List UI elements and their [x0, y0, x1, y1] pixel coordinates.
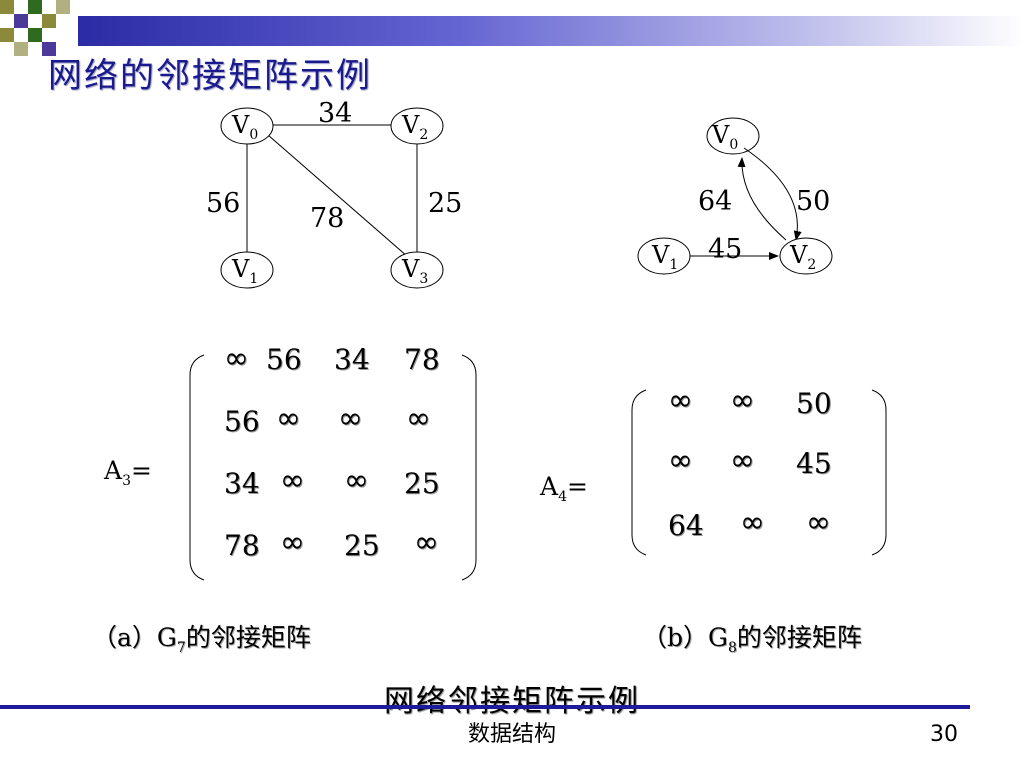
- matrix-a-cell: 34: [334, 343, 370, 376]
- matrix-a-cell: ∞: [338, 401, 363, 436]
- title-bar: [78, 16, 1024, 46]
- footer-line: [0, 705, 970, 709]
- node-circle-v1: [220, 251, 274, 289]
- weight-25: 25: [428, 188, 463, 219]
- deco-square-8: [42, 42, 56, 56]
- node-circle-b-v2: [779, 237, 833, 275]
- matrix-a-cell: ∞: [280, 525, 305, 560]
- matrix-a-cell: 34: [224, 467, 260, 500]
- weight-56: 56: [206, 188, 241, 219]
- caption-a: （a）G7的邻接矩阵: [92, 623, 311, 656]
- matrix-b-cell: 50: [796, 387, 832, 420]
- matrix-a-cell: ∞: [280, 463, 305, 498]
- matrix-a-cell: 25: [344, 529, 380, 562]
- node-circle-v3: [390, 251, 444, 289]
- matrix-b-cell: 45: [796, 447, 832, 480]
- matrix-a-left-bracket: [189, 354, 205, 581]
- matrix-b-cell: ∞: [668, 443, 693, 478]
- deco-square-6: [56, 0, 70, 14]
- edge-v2-v0-curve: [737, 157, 787, 241]
- node-b-v0: V0: [712, 121, 739, 153]
- node-circle-v0: [220, 107, 274, 145]
- node-v0: V0: [232, 111, 259, 143]
- weight-64: 64: [698, 186, 733, 217]
- node-b-v1: V1: [652, 241, 679, 273]
- deco-square-5: [42, 14, 56, 28]
- matrix-a-cell: 78: [224, 529, 260, 562]
- deco-square-3: [14, 14, 28, 28]
- matrix-b-label: A4=: [540, 472, 588, 505]
- slide-subtitle: 网络邻接矩阵示例: [384, 684, 640, 719]
- deco-square-4: [0, 28, 14, 42]
- node-b-v2: V2: [790, 241, 817, 273]
- matrix-b-cell: ∞: [730, 443, 755, 478]
- matrix-b-right-bracket: [871, 389, 887, 556]
- matrix-b-cell: ∞: [806, 505, 831, 540]
- deco-square-7: [28, 28, 42, 42]
- matrix-b-cell: ∞: [730, 383, 755, 418]
- deco-square-9: [14, 42, 28, 56]
- edge-v0-v3: [267, 134, 409, 258]
- deco-square-2: [28, 0, 42, 14]
- node-v2: V2: [402, 111, 429, 143]
- matrix-a-cell: ∞: [276, 401, 301, 436]
- slide-title: 网络的邻接矩阵示例: [48, 56, 372, 96]
- edge-v0-v2-curve: [743, 147, 802, 241]
- weight-78: 78: [310, 203, 345, 234]
- matrix-a-cell: 56: [224, 405, 260, 438]
- node-circle-v2: [390, 107, 444, 145]
- matrix-a-cell: ∞: [406, 401, 431, 436]
- matrix-b-cell: 64: [668, 509, 704, 542]
- weight-45: 45: [708, 234, 743, 265]
- matrix-b-cell: ∞: [668, 383, 693, 418]
- matrix-a-cell: ∞: [414, 525, 439, 560]
- matrix-b-left-bracket: [631, 389, 647, 556]
- node-circle-b-v1: [637, 237, 691, 275]
- matrix-a-cell: 25: [404, 467, 440, 500]
- deco-square-1: [0, 0, 14, 14]
- matrix-b-cell: ∞: [740, 505, 765, 540]
- weight-34: 34: [318, 98, 353, 129]
- matrix-a-label: A3=: [104, 456, 152, 489]
- footer-text: 数据结构: [467, 722, 556, 747]
- weight-50: 50: [796, 186, 831, 217]
- matrix-a-cell: ∞: [224, 341, 249, 376]
- node-v1: V1: [232, 255, 259, 287]
- caption-b: （b）G8的邻接矩阵: [642, 623, 862, 656]
- node-v3: V3: [402, 255, 429, 287]
- page-number: 30: [930, 722, 958, 747]
- matrix-a-cell: 56: [266, 343, 302, 376]
- node-circle-b-v0: [706, 117, 760, 155]
- matrix-a-cell: ∞: [344, 463, 369, 498]
- matrix-a-cell: 78: [404, 343, 440, 376]
- matrix-a-right-bracket: [461, 354, 477, 581]
